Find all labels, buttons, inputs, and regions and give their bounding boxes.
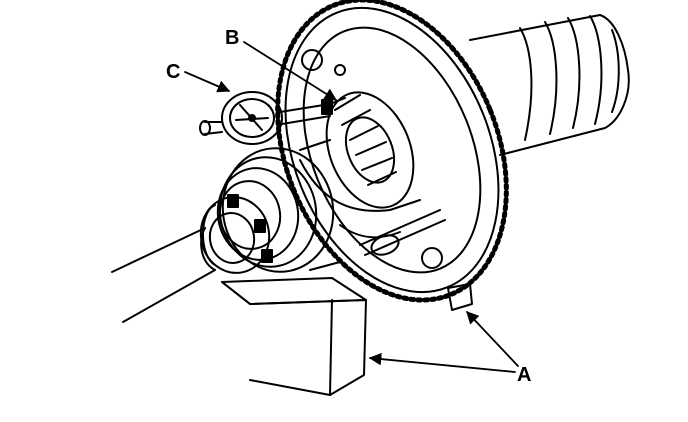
arrow-a-right: [466, 311, 519, 367]
differential-case: [299, 91, 446, 256]
side-bearing-hub: [216, 139, 341, 273]
dial-indicator: [199, 91, 346, 145]
arrow-c: [184, 71, 231, 93]
callout-c-label: C: [166, 61, 181, 83]
cv-joint-boot: [469, 14, 630, 156]
callout-b-label: B: [225, 27, 240, 49]
support-blocks: [221, 277, 473, 396]
axle-shaft: [111, 227, 216, 323]
ring-gear: [275, 0, 509, 303]
arrow-b: [243, 41, 338, 101]
arrow-a-block: [368, 352, 516, 373]
leader-arrows: [184, 41, 519, 373]
callout-a-label: A: [517, 364, 532, 386]
